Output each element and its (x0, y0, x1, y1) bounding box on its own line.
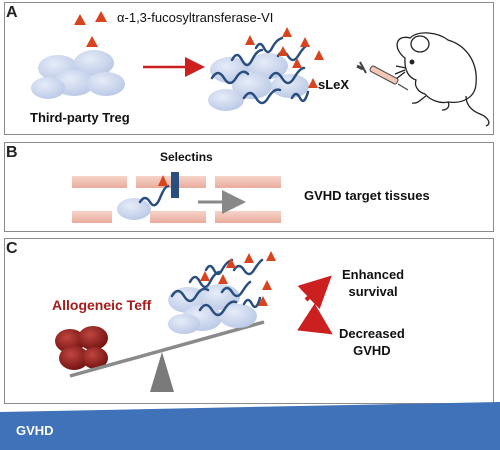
gvhd-targets-label: GVHD target tissues (304, 188, 430, 203)
enzyme-triangles (74, 11, 107, 47)
mouse-illustration (394, 32, 490, 127)
seesaw-plank (69, 320, 265, 378)
glycan-chains-c (170, 258, 264, 317)
panel-letter-a: A (6, 4, 18, 21)
selectin-marker (171, 172, 179, 198)
teff-cells (55, 326, 108, 370)
vessel-walls (72, 176, 281, 223)
decorated-cells-a (208, 53, 309, 111)
treg-label: Third-party Treg (30, 110, 130, 125)
allo-teff-label: Allogeneic Teff (52, 297, 152, 313)
arrow-to-decreased-gvhd (297, 303, 333, 335)
footer-label: GVHD (16, 423, 54, 438)
selectins-label: Selectins (160, 150, 213, 164)
decreased-gvhd-label: Decreased GVHD (339, 326, 405, 358)
syringe-illustration (356, 61, 409, 91)
slex-label: sLeX (318, 77, 350, 92)
glycan-chains-a (210, 36, 310, 105)
enzyme-label: α-1,3-fucosyltransferase-VI (117, 10, 274, 25)
fucose-triangles-a (245, 27, 324, 88)
panel-letter-c: C (6, 240, 18, 257)
rolling-treg-cell (117, 198, 151, 220)
glycan-chain-b (138, 184, 170, 207)
panel-letter-b: B (6, 144, 18, 161)
fucose-triangles-c (200, 251, 276, 306)
arrow-to-survival (297, 275, 332, 310)
fucose-triangle-b (158, 175, 168, 186)
treg-cells (31, 50, 125, 99)
enhanced-survival-label: Enhanced survival (342, 267, 405, 299)
seesaw-fulcrum (150, 352, 174, 392)
